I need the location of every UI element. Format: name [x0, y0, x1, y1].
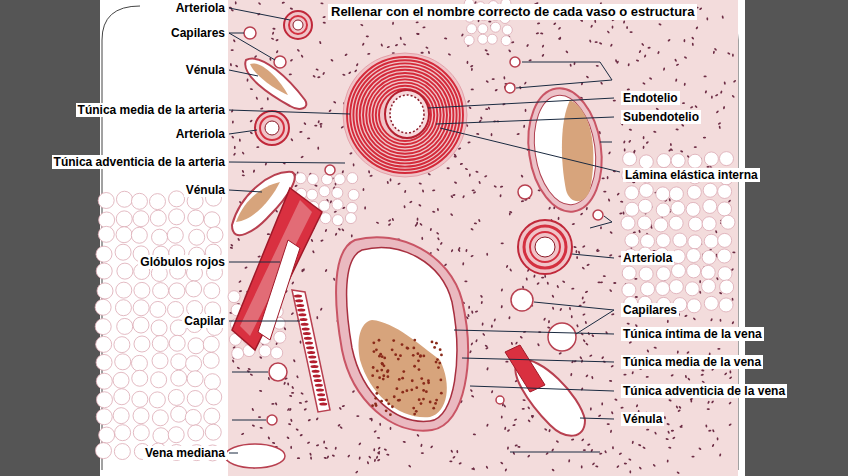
- structure-label: Arteriola: [174, 127, 227, 141]
- capillary: [292, 290, 330, 412]
- structure-label: Arteriola: [621, 251, 674, 265]
- structure-label: Capilares: [621, 303, 679, 317]
- arteriole: [518, 220, 572, 274]
- structure-label: Capilar: [182, 314, 227, 328]
- structure-label: Vena mediana: [143, 446, 227, 460]
- artery: [343, 53, 467, 177]
- vein: [336, 237, 468, 431]
- structure-label: Lámina elástica interna: [623, 168, 760, 182]
- structure-label: Capilares: [169, 26, 227, 40]
- median-vein: [225, 444, 285, 468]
- structure-label: Vénula: [184, 63, 227, 77]
- connective-tissue: [228, 0, 738, 476]
- nuclei: [229, 1, 737, 474]
- leader-lines: [229, 8, 620, 453]
- structure-label: Endotelio: [621, 91, 680, 105]
- venule: [505, 345, 585, 436]
- structure-label: Vénula: [184, 183, 227, 197]
- structure-label: Subendotelio: [621, 110, 701, 124]
- structure-label: Vénula: [621, 412, 664, 426]
- arteriole: [284, 11, 312, 39]
- arteriole: [255, 111, 289, 145]
- structure-label: Túnica íntima de la vena: [621, 327, 764, 341]
- structure-label: Arteriola: [174, 1, 227, 15]
- structure-label: Túnica adventicia de la arteria: [52, 155, 227, 169]
- structure-label: Túnica adventicia de la vena: [621, 384, 787, 398]
- capillaries: [244, 27, 603, 425]
- title: Rellenar con el nombre correcto de cada …: [328, 4, 697, 20]
- venule: [521, 84, 610, 217]
- structure-label: Glóbulos rojos: [138, 255, 227, 269]
- sheet: [100, 0, 745, 476]
- structure-label: Túnica media de la arteria: [76, 103, 227, 117]
- structure-label: Túnica media de la vena: [621, 355, 763, 369]
